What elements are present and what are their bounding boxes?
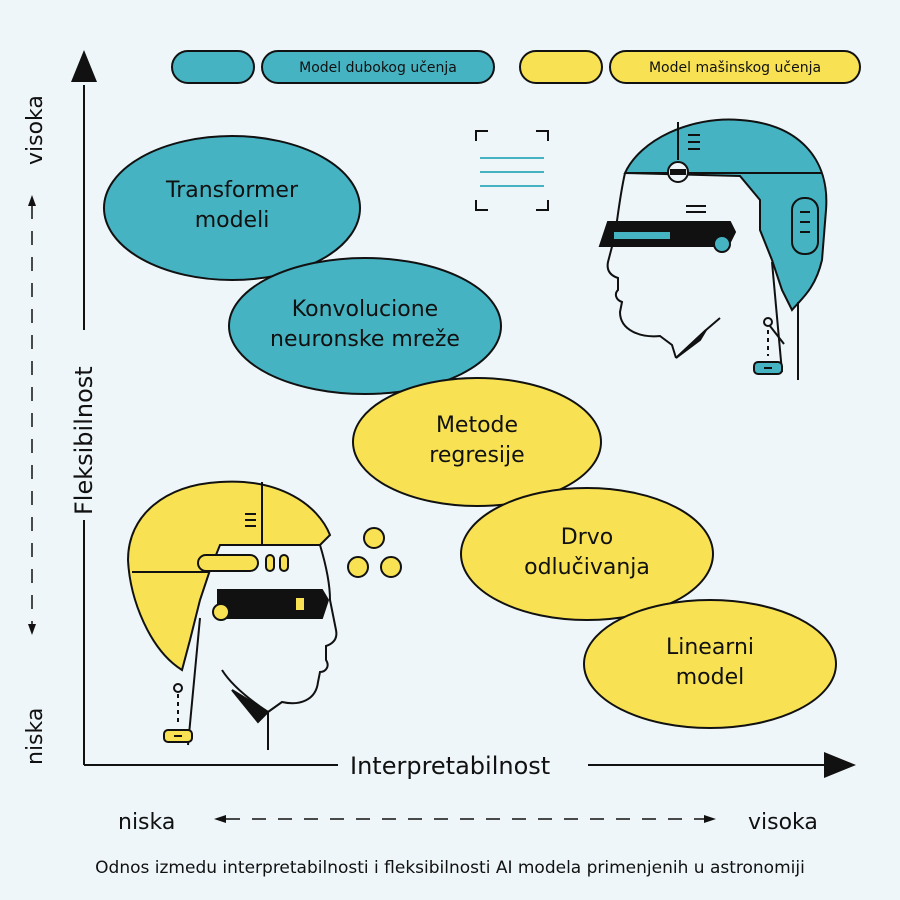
cnn-line-1: Konvolucione (292, 297, 438, 322)
y-low-label: niska (23, 708, 48, 765)
tree-line-2: odlučivanja (524, 555, 650, 580)
legend-swatch-machine-learning (519, 50, 603, 84)
transformer-line-2: modeli (195, 208, 270, 233)
blob-linear (583, 599, 837, 729)
x-low-label: niska (118, 810, 175, 835)
legend-label-machine-learning: Model mašinskog učenja (649, 60, 821, 76)
x-scale-right-arrow-icon (704, 815, 716, 823)
legend-label-deep-learning: Model dubokog učenja (299, 60, 457, 76)
x-scale-left-arrow-icon (214, 815, 226, 823)
y-scale-up-arrow-icon (28, 195, 36, 206)
blob-tree (460, 487, 714, 621)
caption: Odnos izmedu interpretabilnosti i fleksi… (95, 858, 805, 878)
linear-line-2: model (676, 665, 745, 690)
scan-frame-icon (475, 130, 549, 211)
y-scale-down-arrow-icon (28, 624, 36, 635)
robot-head-deep-learning-icon (475, 118, 828, 380)
legend-pill-deep-learning (261, 50, 495, 84)
legend-swatch-deep-learning (171, 50, 255, 84)
tree-line-1: Drvo (561, 525, 613, 550)
y-high-label: visoka (23, 95, 48, 165)
blob-cnn (228, 257, 502, 395)
x-axis-label: Interpretabilnost (350, 752, 550, 780)
regression-line-2: regresije (429, 443, 524, 468)
blob-transformer (103, 135, 361, 281)
y-label-mask (66, 330, 102, 520)
thought-bubbles-icon (347, 527, 402, 578)
x-axis-arrow-icon (824, 752, 856, 778)
regression-line-1: Metode (436, 413, 518, 438)
blob-regression (352, 377, 602, 507)
linear-line-1: Linearni (666, 635, 754, 660)
y-axis-label: Fleksibilnost (70, 366, 98, 515)
x-label-mask (338, 745, 588, 785)
transformer-line-1: Transformer (165, 178, 299, 203)
legend: Model dubokog učenja Model mašinskog uče… (171, 50, 861, 84)
x-high-label: visoka (748, 810, 818, 835)
cnn-line-2: neuronske mreže (270, 327, 460, 352)
legend-pill-machine-learning (609, 50, 861, 84)
y-axis-arrow-icon (71, 50, 97, 82)
robot-head-machine-learning-icon (126, 480, 338, 750)
